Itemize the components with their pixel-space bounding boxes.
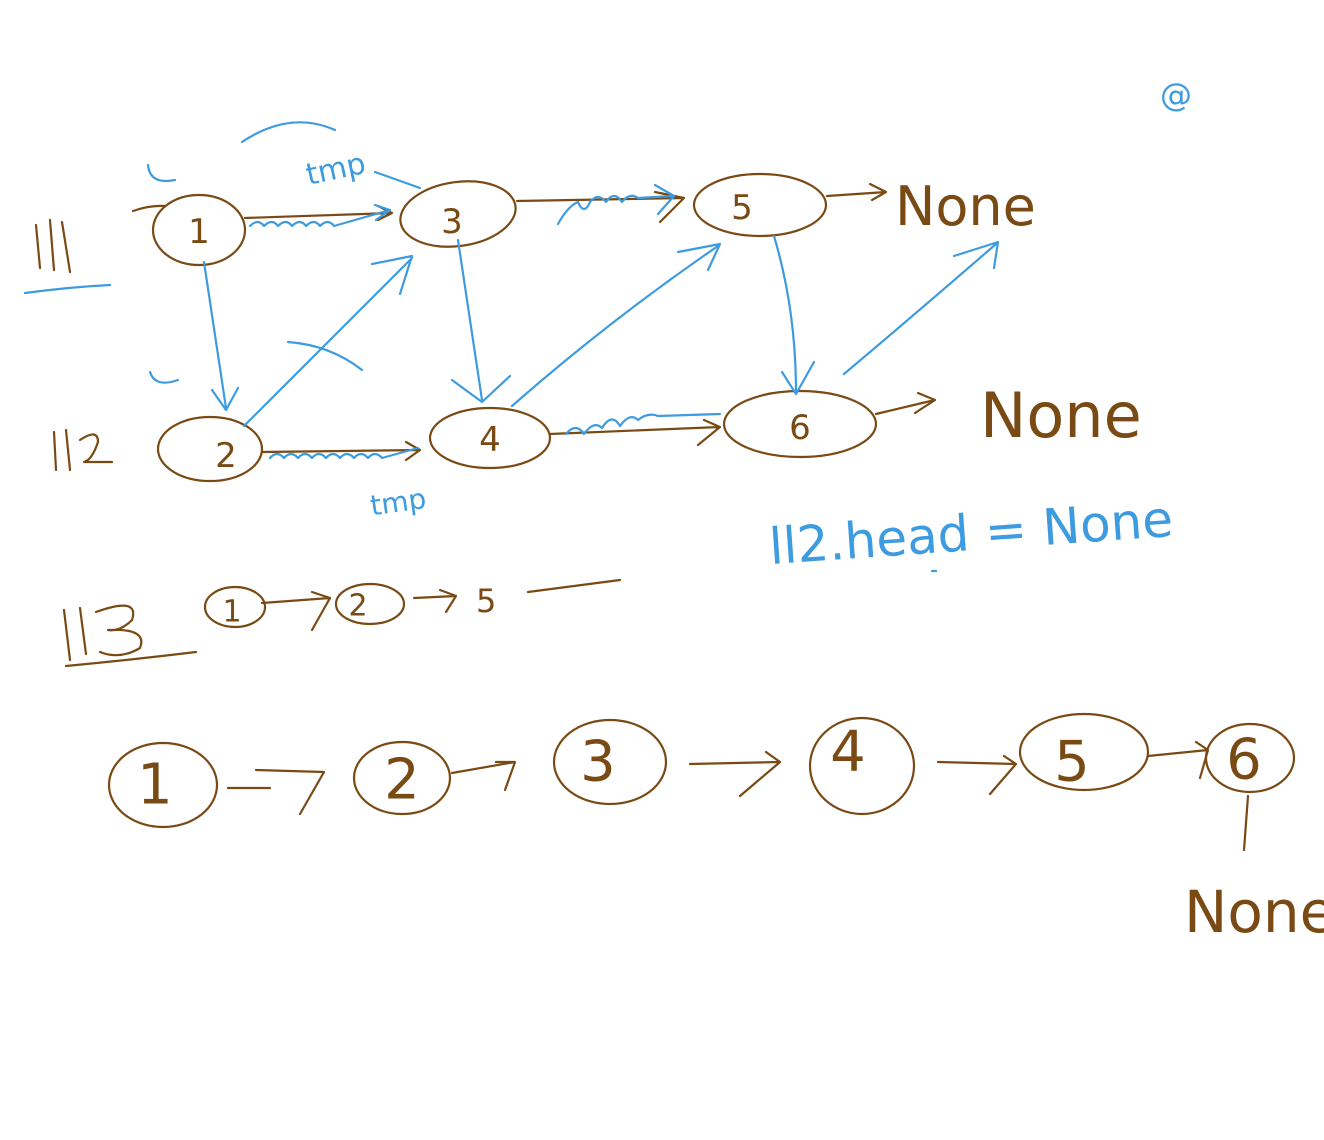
merged-tail-arrow xyxy=(1242,794,1250,852)
tmp-top-arc xyxy=(240,121,337,144)
svg-text:5: 5 xyxy=(1054,730,1090,795)
ll3-arrow-2-5 xyxy=(412,588,458,614)
svg-text:2: 2 xyxy=(384,748,420,813)
blue-arrow-3-4 xyxy=(450,238,512,404)
ll3-label: ll3 xyxy=(62,604,143,662)
tmp-top-label: tmp xyxy=(303,146,369,193)
blue-arrow-4-5 xyxy=(510,242,722,408)
svg-text:1: 1 xyxy=(137,753,173,818)
merged-node-3: 3 xyxy=(552,718,668,806)
squiggle-4-6 xyxy=(564,412,722,436)
svg-text:3: 3 xyxy=(441,202,463,242)
merged-arrow-2-3 xyxy=(450,760,517,792)
tmp-top-hook xyxy=(146,163,177,183)
merged-node-6: 6 xyxy=(1204,722,1296,794)
merged-arrow-3-4 xyxy=(688,750,782,798)
merged-node-4: 4 xyxy=(808,716,916,816)
merged-node-5: 5 xyxy=(1018,712,1150,795)
blue-arrow-6-none xyxy=(842,240,1000,376)
ll3-continuation xyxy=(526,578,622,594)
ll3-node-2: 2 xyxy=(334,582,406,626)
svg-text:1: 1 xyxy=(188,212,210,252)
arrow-1-3 xyxy=(243,204,394,222)
blue-arrow-2-3 xyxy=(242,254,414,428)
ll1-underline xyxy=(23,283,112,295)
merged-arrow-5-6 xyxy=(1146,740,1210,780)
arrow-2-4 xyxy=(260,440,422,462)
svg-text:1: 1 xyxy=(222,595,241,630)
tmp-bottom-label: tmp xyxy=(368,482,428,522)
merged-arrow-1-2 xyxy=(226,768,326,816)
svg-text:6: 6 xyxy=(789,408,811,448)
top-right-mark: @ xyxy=(1160,76,1192,114)
blue-arrow-1-2 xyxy=(202,260,240,412)
ll3-node-5: 5 xyxy=(476,582,496,620)
squiggle-2-4 xyxy=(268,446,420,460)
arrow-5-none xyxy=(825,182,888,202)
blue-cross xyxy=(286,340,364,372)
ll1-label: ll1 xyxy=(34,218,72,274)
arrow-6-none xyxy=(874,391,937,416)
arrow-4-6 xyxy=(548,418,722,447)
svg-text:5: 5 xyxy=(731,188,753,228)
ll2-label: ll2 xyxy=(52,428,114,472)
ll2-node-2: 2 xyxy=(156,415,264,483)
merged-node-1: 1 xyxy=(107,741,219,829)
ll2-head-none-note: ll2.head = None xyxy=(767,490,1175,576)
ll1-head-stub xyxy=(131,204,167,213)
svg-text:2: 2 xyxy=(215,436,237,476)
ll1-node-5: 5 xyxy=(692,172,828,238)
ll1-node-3: 3 xyxy=(399,180,517,248)
ll2-tail-none: None xyxy=(980,379,1142,452)
svg-text:4: 4 xyxy=(830,720,866,785)
ll2-node-6: 6 xyxy=(722,389,878,459)
squiggle-3-5 xyxy=(556,183,676,226)
svg-text:6: 6 xyxy=(1226,728,1262,793)
svg-text:3: 3 xyxy=(580,730,616,795)
ll3-underline xyxy=(64,650,198,668)
merged-node-2: 2 xyxy=(352,740,452,816)
arrow-3-5 xyxy=(515,190,686,224)
ll3-node-1: 1 xyxy=(203,585,267,630)
merged-arrow-4-5 xyxy=(936,754,1018,796)
squiggle-1-3 xyxy=(248,203,392,228)
svg-text:2: 2 xyxy=(348,589,367,624)
merged-tail-none: None xyxy=(1184,878,1324,946)
blue-hook-ll2 xyxy=(148,370,180,384)
ll1-node-1: 1 xyxy=(151,193,247,267)
ll2-node-4: 4 xyxy=(428,406,552,470)
ll1-tail-none: None xyxy=(895,175,1036,238)
tmp-top-tail xyxy=(373,170,422,190)
blue-arrow-5-6 xyxy=(772,234,816,396)
ll3-arrow-1-2 xyxy=(260,590,332,632)
svg-text:4: 4 xyxy=(479,420,501,460)
